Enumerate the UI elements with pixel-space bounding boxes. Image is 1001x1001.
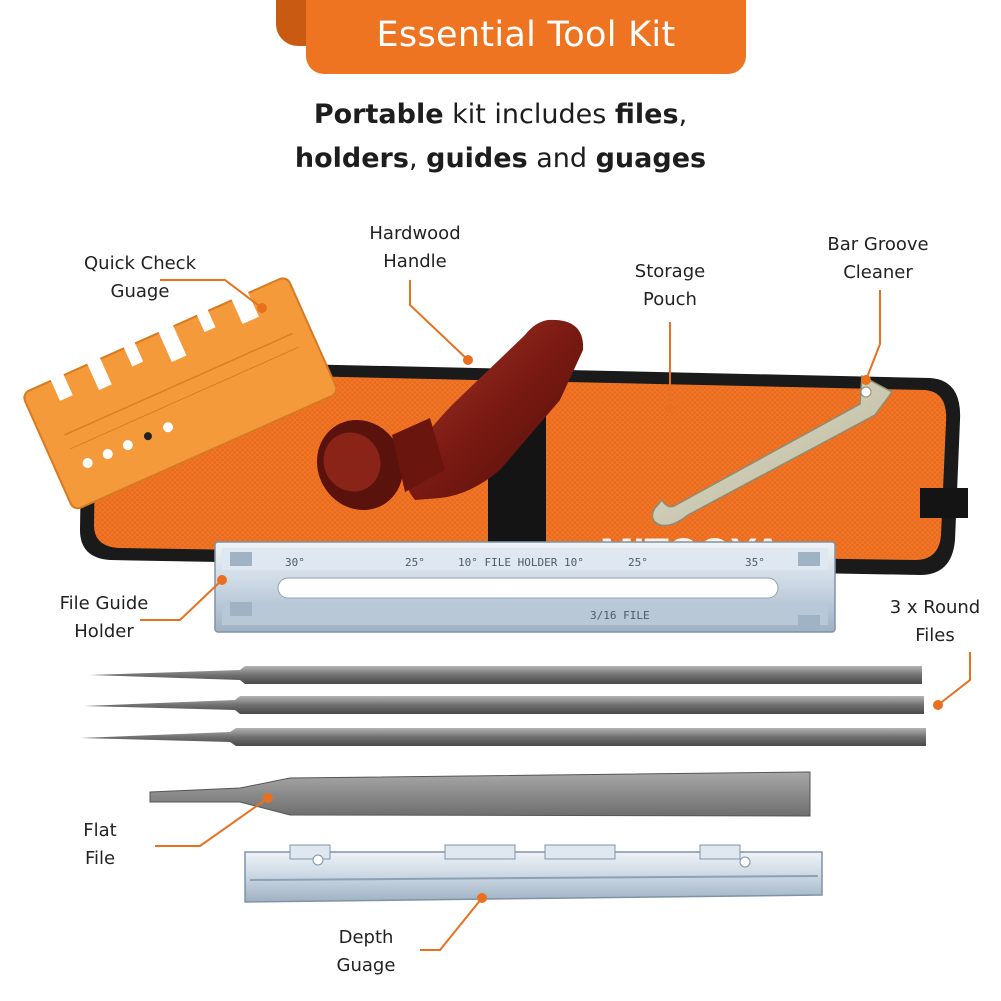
leader-dot bbox=[263, 793, 273, 803]
leader-depth bbox=[420, 897, 483, 951]
holder-angle-text: 30° bbox=[285, 556, 305, 569]
subtitle-word: Portable bbox=[313, 99, 444, 130]
title-banner: Essential Tool Kit bbox=[306, 0, 746, 74]
subtitle-word: holders bbox=[294, 143, 409, 174]
holder-title-text: 10° FILE HOLDER 10° bbox=[458, 556, 584, 569]
leader-dot bbox=[257, 303, 267, 313]
label-line: Storage bbox=[634, 261, 706, 282]
leader-file-guide bbox=[140, 579, 223, 621]
label-line: Flat bbox=[83, 820, 117, 841]
bar-groove-cleaner bbox=[651, 374, 894, 527]
depth-gauge bbox=[244, 844, 823, 903]
holder-angle-text: 35° bbox=[745, 556, 765, 569]
banner-title: Essential Tool Kit bbox=[376, 15, 676, 55]
leader-handle bbox=[409, 280, 469, 361]
subtitle-word: files bbox=[614, 99, 679, 130]
holder-file-size-text: 3/16 FILE bbox=[590, 609, 650, 622]
label-quick-check-gauge: Quick Check Guage bbox=[70, 250, 210, 306]
label-bar-groove-cleaner: Bar Groove Cleaner bbox=[808, 231, 948, 287]
label-line: Hardwood bbox=[369, 223, 461, 244]
subtitle-line-1: Portable kit includes files, bbox=[0, 93, 1001, 137]
holder-angle-text: 25° bbox=[628, 556, 648, 569]
label-file-guide-holder: File Guide Holder bbox=[34, 590, 174, 646]
hardwood-handle bbox=[316, 319, 584, 511]
holder-angle-text: 25° bbox=[405, 556, 425, 569]
label-storage-pouch: Storage Pouch bbox=[600, 258, 740, 314]
round-file bbox=[80, 728, 926, 746]
subtitle-word: guides bbox=[426, 143, 528, 174]
label-flat-file: Flat File bbox=[60, 817, 140, 873]
leader-dot bbox=[477, 893, 487, 903]
leader-round-files bbox=[937, 652, 971, 706]
leader-dot bbox=[665, 403, 675, 413]
round-file bbox=[90, 666, 922, 684]
leader-dots bbox=[217, 303, 943, 903]
storage-pouch: MITOOYA bbox=[80, 359, 968, 575]
label-depth-gauge: Depth Guage bbox=[316, 924, 416, 980]
label-line: Guage bbox=[336, 955, 396, 976]
label-line: Depth bbox=[338, 927, 394, 948]
label-line: Holder bbox=[74, 621, 134, 642]
label-line: Handle bbox=[383, 251, 447, 272]
label-line: Pouch bbox=[643, 289, 697, 310]
label-line: File bbox=[84, 848, 116, 869]
leader-dot bbox=[933, 700, 943, 710]
label-line: Guage bbox=[110, 281, 170, 302]
subtitle-word: , bbox=[678, 99, 688, 130]
quick-check-gauge bbox=[23, 277, 338, 510]
label-line: Files bbox=[915, 625, 955, 646]
leader-flat-file bbox=[155, 797, 269, 847]
label-line: Quick Check bbox=[84, 253, 196, 274]
subtitle-word: , bbox=[408, 143, 427, 174]
leader-bar-groove bbox=[865, 290, 881, 381]
subtitle-line-2: holders, guides and guages bbox=[0, 137, 1001, 181]
leader-dot bbox=[463, 355, 473, 365]
subtitle-word: kit includes bbox=[443, 99, 615, 130]
label-line: Cleaner bbox=[843, 262, 913, 283]
label-line: 3 x Round bbox=[889, 597, 981, 618]
flat-file bbox=[149, 771, 811, 817]
label-round-files: 3 x Round Files bbox=[870, 594, 1000, 650]
label-line: File Guide bbox=[59, 593, 149, 614]
label-hardwood-handle: Hardwood Handle bbox=[345, 220, 485, 276]
leader-dot bbox=[861, 375, 871, 385]
file-guide-holder: 30° 25° 10° FILE HOLDER 10° 25° 35° 3/16… bbox=[214, 541, 836, 633]
leader-lines bbox=[140, 279, 971, 951]
subtitle-word: guages bbox=[595, 143, 707, 174]
leader-dot bbox=[217, 575, 227, 585]
label-line: Bar Groove bbox=[827, 234, 929, 255]
pouch-tab bbox=[920, 488, 968, 518]
round-file bbox=[84, 696, 924, 714]
subtitle-word: and bbox=[527, 143, 596, 174]
leader-quick-check bbox=[160, 279, 263, 309]
